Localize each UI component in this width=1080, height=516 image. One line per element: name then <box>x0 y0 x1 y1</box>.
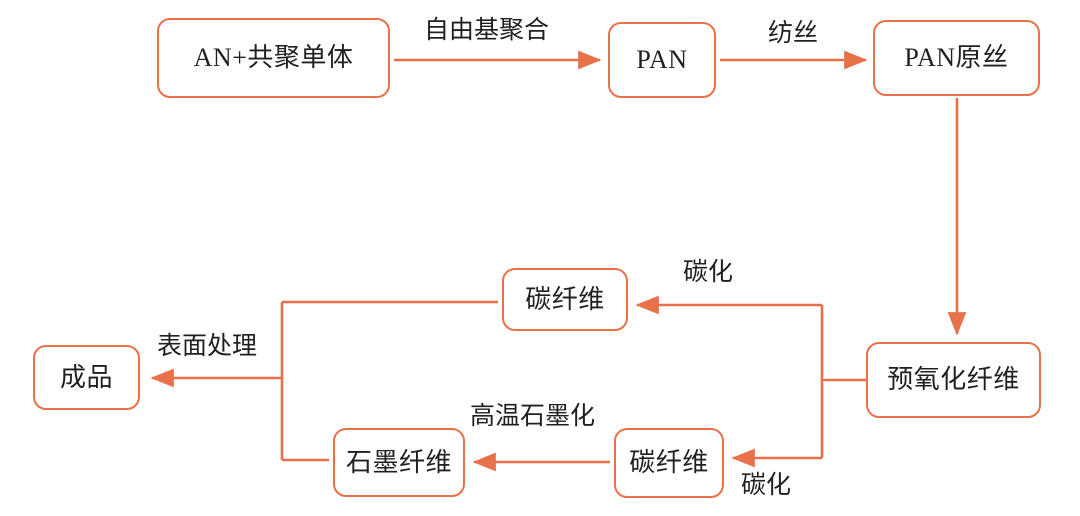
node-monomer[interactable]: AN+共聚单体 <box>157 18 390 98</box>
node-carbon-fiber-bottom-label: 碳纤维 <box>629 448 709 477</box>
edge-label-free-radical-polymerization: 自由基聚合 <box>424 17 550 44</box>
node-monomer-label: AN+共聚单体 <box>193 43 354 72</box>
edge-label-spinning: 纺丝 <box>768 20 819 47</box>
node-carbon-fiber-middle[interactable]: 碳纤维 <box>502 268 628 331</box>
node-pan-label: PAN <box>636 45 688 74</box>
edge-label-carbonization-top: 碳化 <box>683 259 734 286</box>
node-graphite-fiber[interactable]: 石墨纤维 <box>333 428 465 497</box>
node-carbon-fiber-middle-label: 碳纤维 <box>525 284 605 314</box>
node-preoxidized-fiber[interactable]: 预氧化纤维 <box>866 342 1041 418</box>
node-pan-fiber[interactable]: PAN原丝 <box>873 20 1040 96</box>
node-pan-fiber-label: PAN原丝 <box>904 43 1009 72</box>
edge-label-high-temp-graphitization: 高温石墨化 <box>470 403 596 430</box>
node-carbon-fiber-bottom[interactable]: 碳纤维 <box>614 428 724 498</box>
edge-label-surface-treatment: 表面处理 <box>157 333 258 360</box>
node-graphite-fiber-label: 石墨纤维 <box>345 447 452 477</box>
node-pan[interactable]: PAN <box>608 22 716 98</box>
node-finished-product[interactable]: 成品 <box>33 345 140 410</box>
edge-label-carbonization-bottom: 碳化 <box>741 472 792 499</box>
node-finished-product-label: 成品 <box>59 362 113 392</box>
node-preoxidized-fiber-label: 预氧化纤维 <box>887 365 1020 394</box>
